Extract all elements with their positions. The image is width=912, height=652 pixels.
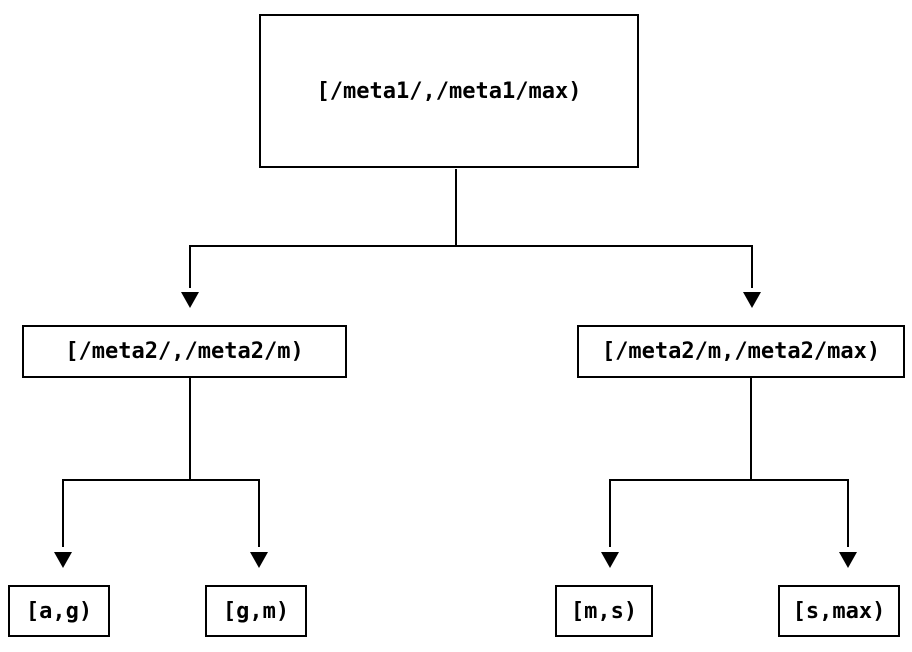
node-leaf-ms-label: [m,s) — [570, 598, 638, 624]
node-right-child: [/meta2/m,/meta2/max) — [577, 325, 905, 378]
edge-root-to-children — [189, 169, 753, 288]
arrowhead-icon — [181, 292, 199, 308]
arrowhead-icon — [250, 552, 268, 568]
node-leaf-smax: [s,max) — [778, 585, 900, 637]
arrowhead-icon — [743, 292, 761, 308]
edge-right-to-leaves — [609, 378, 849, 547]
arrowhead-icon — [601, 552, 619, 568]
node-root-label: [/meta1/,/meta1/max) — [316, 78, 582, 104]
node-left-child: [/meta2/,/meta2/m) — [22, 325, 347, 378]
edge-left-to-leaves — [62, 378, 260, 547]
arrowhead-icon — [839, 552, 857, 568]
node-leaf-smax-label: [s,max) — [792, 598, 886, 624]
node-right-child-label: [/meta2/m,/meta2/max) — [601, 339, 881, 364]
node-leaf-ag: [a,g) — [8, 585, 110, 637]
node-left-child-label: [/meta2/,/meta2/m) — [65, 339, 304, 364]
node-leaf-gm-label: [g,m) — [222, 598, 290, 624]
node-root: [/meta1/,/meta1/max) — [259, 14, 639, 168]
node-leaf-gm: [g,m) — [205, 585, 307, 637]
node-leaf-ag-label: [a,g) — [25, 598, 93, 624]
node-leaf-ms: [m,s) — [555, 585, 653, 637]
arrowhead-icon — [54, 552, 72, 568]
